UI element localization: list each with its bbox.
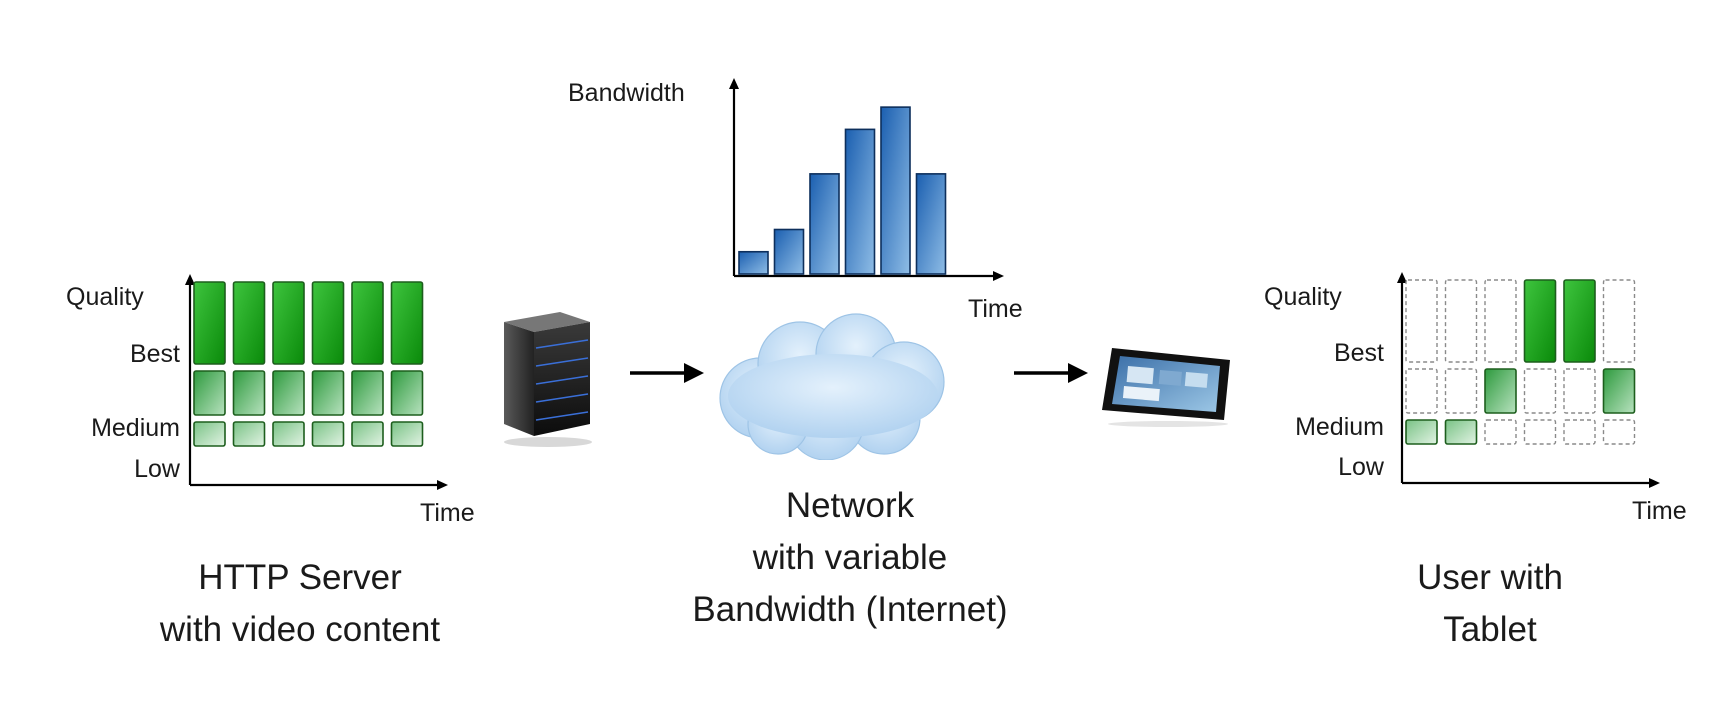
user-y-axis-arrowhead [1397, 272, 1407, 283]
user-segment-medium [1484, 368, 1517, 414]
server-segment-medium [351, 370, 384, 416]
user-level-low-label: Low [1338, 453, 1384, 481]
network-caption: Network with variable Bandwidth (Interne… [620, 480, 1080, 636]
server-caption-line2: with video content [159, 610, 441, 649]
user-segment-best-empty [1405, 279, 1438, 363]
server-segment-best [351, 281, 384, 365]
user-segment-best [1523, 279, 1557, 363]
server-segment-low [311, 421, 345, 447]
server-x-axis-arrowhead [437, 480, 448, 490]
server-icon [504, 312, 592, 447]
user-segment-best-empty [1444, 279, 1478, 363]
server-segments [193, 281, 424, 447]
server-y-axis-arrowhead [185, 274, 195, 285]
tablet-icon [1102, 348, 1230, 427]
cloud-icon [719, 313, 945, 460]
bandwidth-bar [773, 228, 805, 275]
server-segment-best [390, 281, 424, 365]
server-caption: HTTP Server with video content [80, 552, 520, 656]
user-segment-low [1405, 419, 1438, 445]
server-axis-y-label: Quality [66, 283, 144, 311]
user-axis-x-label: Time [1632, 497, 1687, 525]
bandwidth-y-axis-arrowhead [729, 78, 739, 89]
user-segment-medium-empty [1405, 368, 1438, 414]
server-segment-best [272, 281, 305, 365]
user-segment-low-empty [1602, 419, 1636, 445]
network-caption-line3: Bandwidth (Internet) [692, 590, 1008, 629]
server-quality-chart [185, 274, 448, 490]
server-segment-medium [232, 370, 266, 416]
server-segment-best [193, 281, 226, 365]
user-segment-medium-empty [1523, 368, 1557, 414]
bandwidth-axis-x-label: Time [968, 295, 1023, 323]
arrow-right-icon [1014, 363, 1088, 383]
user-segment-best-empty [1484, 279, 1517, 363]
server-segment-low [272, 421, 305, 447]
user-caption-line1: User with [1417, 558, 1563, 597]
server-segment-medium [390, 370, 424, 416]
user-quality-chart [1397, 272, 1660, 488]
bandwidth-bar [880, 106, 911, 275]
user-segment-low-empty [1484, 419, 1517, 445]
user-segment-low [1444, 419, 1478, 445]
user-axis-y-label: Quality [1264, 283, 1342, 311]
network-caption-line2: with variable [752, 538, 948, 577]
user-x-axis-arrowhead [1649, 478, 1660, 488]
user-segment-best [1563, 279, 1596, 363]
bandwidth-x-axis-arrowhead [993, 271, 1004, 281]
bandwidth-axis-y-label: Bandwidth [568, 79, 685, 107]
user-level-medium-label: Medium [1295, 413, 1384, 441]
server-level-medium-label: Medium [91, 414, 180, 442]
server-level-best-label: Best [129, 340, 180, 368]
server-segment-medium [193, 370, 226, 416]
server-segment-low [232, 421, 266, 447]
bandwidth-bar [809, 173, 840, 275]
network-caption-line1: Network [785, 486, 915, 525]
bandwidth-bar [915, 173, 947, 275]
server-segment-best [232, 281, 266, 365]
server-segment-low [193, 421, 226, 447]
user-segment-medium-empty [1563, 368, 1596, 414]
bandwidth-bars [738, 106, 947, 275]
user-segment-medium [1602, 368, 1636, 414]
server-segment-low [390, 421, 424, 447]
server-level-low-label: Low [134, 455, 180, 483]
user-segment-low-empty [1563, 419, 1596, 445]
user-caption: User with Tablet [1320, 552, 1660, 656]
server-segment-medium [272, 370, 305, 416]
bandwidth-bar [738, 250, 769, 275]
bandwidth-chart [729, 78, 1004, 281]
user-segment-medium-empty [1444, 368, 1478, 414]
user-segment-low-empty [1523, 419, 1557, 445]
user-level-best-label: Best [1333, 339, 1384, 367]
user-segments [1405, 279, 1636, 445]
server-segment-low [351, 421, 384, 447]
server-axis-x-label: Time [420, 499, 475, 527]
server-segment-medium [311, 370, 345, 416]
arrow-right-icon [630, 363, 704, 383]
user-segment-best-empty [1602, 279, 1636, 363]
server-segment-best [311, 281, 345, 365]
server-caption-line1: HTTP Server [198, 558, 402, 597]
bandwidth-bar [844, 128, 876, 275]
user-caption-line2: Tablet [1443, 610, 1537, 649]
